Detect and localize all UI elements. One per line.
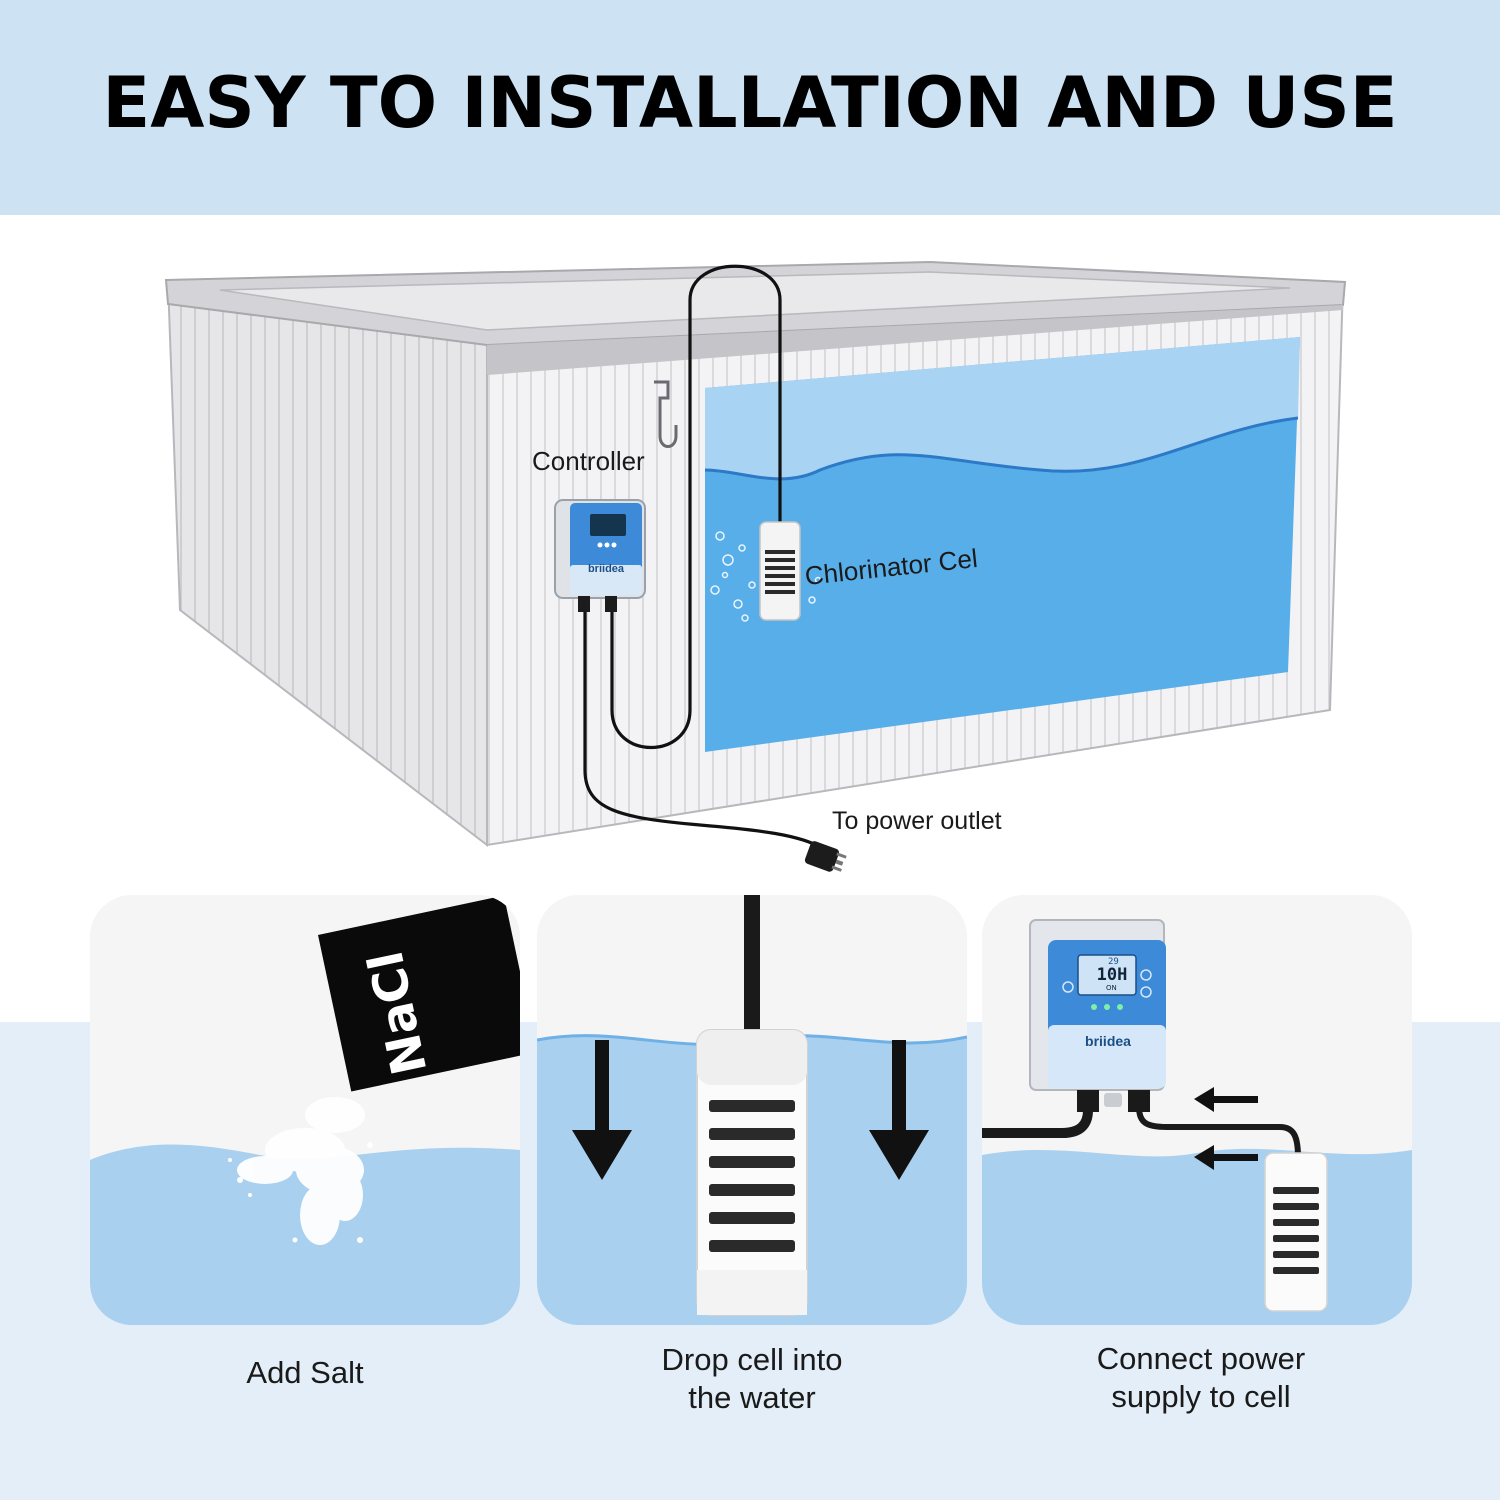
power-plug-icon (804, 841, 847, 872)
controller-brand-large: briidea (1085, 1033, 1131, 1049)
step-connect-power-caption: Connect power supply to cell (1096, 1341, 1306, 1414)
display-value: 10H (1096, 965, 1128, 985)
tub-left-wall (166, 280, 488, 848)
display-status: ON (1106, 984, 1117, 992)
controller-device-large (1029, 919, 1166, 1112)
hot-tub-drawing: briidea (164, 260, 1347, 872)
left-arrow-icon (1194, 1145, 1258, 1170)
display-temp: 29 (1108, 957, 1119, 967)
chlorinator-cell-small (1264, 1152, 1328, 1312)
left-arrow-icon (1194, 1087, 1258, 1112)
step-connect-power-panel: 29 10H ON briidea (982, 895, 1412, 1325)
step-drop-cell-caption: Drop cell into the water (661, 1342, 843, 1415)
step-add-salt-panel: NaCl (90, 895, 520, 1325)
controller-brand: briidea (588, 563, 625, 575)
salt-bag (318, 895, 520, 1092)
chlorinator-cell-large (696, 1029, 808, 1316)
controller-label: Controller (532, 446, 645, 476)
power-outlet-label: To power outlet (832, 807, 1002, 835)
salt-spray (237, 1097, 365, 1245)
controller-device: briidea (554, 499, 646, 612)
step-drop-cell-panel (537, 895, 967, 1325)
step-add-salt-caption: Add Salt (246, 1355, 364, 1390)
down-arrow-icon (869, 1040, 929, 1180)
page-title: EASY TO INSTALLATION AND USE (102, 62, 1398, 144)
chlorinator-cell (759, 521, 801, 621)
hot-tub-illustration: briidea Controller Chlorinator Cel To po… (0, 215, 1500, 895)
bubbles (710, 531, 822, 622)
header-band (0, 0, 1500, 215)
down-arrow-icon (572, 1040, 632, 1180)
